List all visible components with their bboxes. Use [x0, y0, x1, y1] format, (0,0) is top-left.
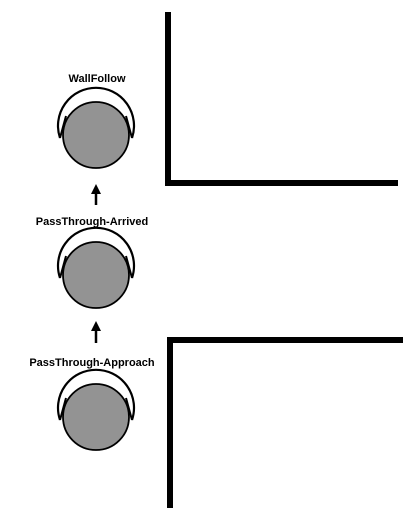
upper-wall	[165, 12, 398, 186]
sensor-arc-icon	[56, 226, 136, 279]
robot-body	[62, 241, 130, 309]
lower-wall	[167, 337, 403, 508]
robot-body	[62, 383, 130, 451]
robot-body	[62, 101, 130, 169]
up-arrow-icon	[91, 321, 101, 343]
sensor-arc-edge-left	[59, 255, 67, 279]
up-arrow-icon	[91, 184, 101, 205]
sensor-arc-edge-left	[59, 115, 67, 139]
state-label-passthrough-arrived: PassThrough-Arrived	[36, 216, 148, 228]
robot-icon	[56, 226, 136, 309]
sensor-arc-edge-right	[125, 115, 133, 139]
sensor-arc-edge-right	[125, 255, 133, 279]
sensor-arc-icon	[56, 86, 136, 139]
state-label-passthrough-approach: PassThrough-Approach	[29, 357, 155, 369]
robot-icon	[56, 86, 136, 169]
sensor-arc-edge-left	[59, 397, 67, 421]
sensor-arc-icon	[56, 368, 136, 421]
sensor-arc-edge-right	[125, 397, 133, 421]
state-label-wallfollow: WallFollow	[68, 73, 125, 85]
robot-icon	[56, 368, 136, 451]
